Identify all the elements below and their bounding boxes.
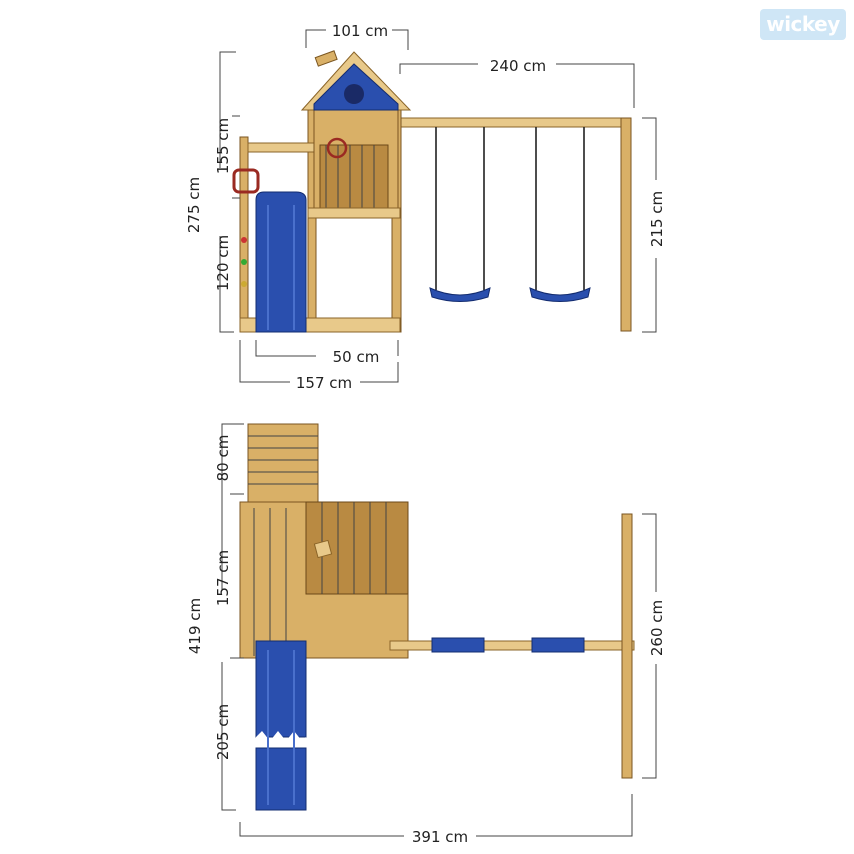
dim-slide-width: 50 cm [333,348,380,366]
dim-total-width: 391 cm [412,828,468,846]
dim-tower-width: 157 cm [296,374,352,392]
dim-swing-beam-height: 215 cm [648,191,666,247]
top-view: 419 cm 80 cm 157 cm 205 cm 260 cm 391 cm [186,423,666,846]
dim-ladder-depth: 80 cm [214,435,232,482]
swing-frame-post [620,117,632,332]
swing-frame-top [621,513,633,779]
tower [232,109,402,333]
swing-seat-2-top [531,637,585,653]
tower-deck [239,501,409,659]
logo-text: wickey [766,12,840,36]
dim-total-depth: 419 cm [186,598,204,654]
top-dimension-lines [221,423,657,837]
dim-swing-frame-width: 260 cm [648,600,666,656]
swing-seat-1-top [431,637,485,653]
dim-platform-height: 120 cm [214,235,232,291]
dim-swing-length: 240 cm [490,57,546,75]
slide-top [255,640,307,811]
wickey-logo: wickey [760,9,846,40]
dim-tower-depth: 157 cm [214,550,232,606]
dim-total-height: 275 cm [185,177,203,233]
swing-beam-top [389,640,635,651]
front-view: 101 cm 240 cm 275 cm 155 cm 120 cm 215 c… [185,22,666,392]
dim-roof-height: 155 cm [214,118,232,174]
dim-roof-width: 101 cm [332,22,388,40]
slide [255,191,307,333]
roof [300,50,412,111]
front-dimension-lines [219,29,657,383]
ladder [247,423,319,503]
dim-slide-length: 205 cm [214,704,232,760]
swing-beam [397,117,629,128]
swing-2 [529,127,591,302]
swing-1 [429,127,491,302]
